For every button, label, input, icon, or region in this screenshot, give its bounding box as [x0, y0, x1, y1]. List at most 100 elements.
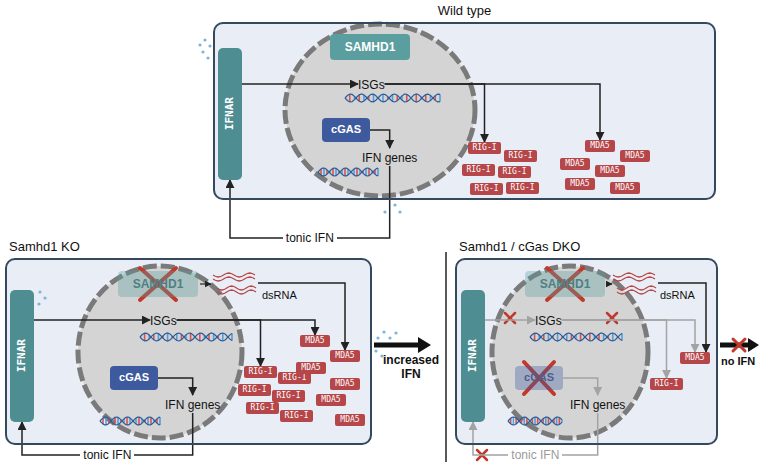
- sensor-box: RIG-I: [246, 402, 279, 414]
- node-text: RIG-I: [502, 167, 526, 177]
- dna-helix: [345, 94, 440, 102]
- cell-fill: [455, 258, 718, 445]
- wire: [658, 283, 706, 352]
- sensor-box: RIG-I: [244, 366, 277, 378]
- sensor-box: RIG-I: [238, 384, 271, 396]
- cell-outline: Samhd1 KOIFNARSAMHD1ISGscGASIFN genesRIG…: [5, 258, 372, 445]
- gene-label: IFN genes: [165, 395, 220, 413]
- node-text: cGAS: [331, 123, 361, 136]
- sensor-box: RIG-I: [504, 150, 537, 162]
- edge-label: tonic IFN: [283, 231, 337, 245]
- node-text: RIG-I: [508, 151, 532, 161]
- sensor-box: RIG-I: [468, 142, 501, 154]
- connector: [34, 319, 150, 321]
- dsrna-strand: [213, 273, 255, 281]
- connector: [158, 378, 193, 395]
- big-arrow: [374, 343, 418, 348]
- connector: [562, 320, 695, 352]
- sensor-box: RIG-I: [272, 390, 305, 402]
- node-text: IFN genes: [165, 398, 220, 412]
- receptor-bar: IFNAR: [218, 48, 242, 180]
- node-text: RIG-I: [282, 373, 306, 383]
- nucleus: [285, 24, 475, 196]
- nucleus: [492, 266, 648, 438]
- big-arrow: [748, 338, 759, 352]
- node-text: RIG-I: [466, 165, 490, 175]
- node-text: IFNAR: [15, 339, 28, 372]
- connector: [563, 378, 598, 395]
- sensor-box: MDA5: [560, 158, 590, 170]
- sensor-box: MDA5: [585, 140, 615, 152]
- connector: [177, 320, 315, 335]
- node-text: MDA5: [615, 183, 634, 193]
- dna-helix: [318, 168, 378, 176]
- node-text: MDA5: [570, 179, 589, 189]
- sensor-box: MDA5: [565, 178, 595, 190]
- node-text: RIG-I: [276, 391, 300, 401]
- node-text: SAMHD1: [133, 277, 184, 291]
- edge-label: tonic IFN: [80, 448, 134, 462]
- connector: [177, 320, 261, 366]
- connector: [230, 166, 390, 238]
- node-text: RIG-I: [242, 385, 266, 395]
- big-arrow: [418, 337, 431, 353]
- sensor-box: MDA5: [595, 165, 625, 177]
- connector: [562, 320, 667, 378]
- node-text: MDA5: [590, 141, 609, 151]
- sensor-box: MDA5: [316, 394, 346, 406]
- connector: [485, 319, 535, 321]
- sensor-box: MDA5: [330, 350, 360, 362]
- connector: [385, 84, 600, 140]
- wire: [200, 283, 211, 284]
- node-text: IFN genes: [362, 151, 417, 165]
- divider: [445, 252, 447, 462]
- sensor-box: RIG-I: [470, 183, 503, 195]
- red-cross: [140, 268, 745, 460]
- node-text: IFN genes: [570, 398, 625, 412]
- protein-box: cGAS: [322, 118, 370, 142]
- connector: [385, 84, 485, 142]
- dna-helix: [530, 333, 622, 341]
- gene-label: ISGs: [358, 75, 385, 93]
- sensor-box: MDA5: [330, 378, 360, 390]
- node-text: MDA5: [340, 415, 359, 425]
- node-text: RIG-I: [472, 143, 496, 153]
- molecule-label: dsRNA: [262, 289, 297, 302]
- node-text: ISGs: [535, 314, 562, 328]
- edge-label: tonic IFN: [508, 448, 562, 462]
- dna-helix: [100, 417, 160, 425]
- node-text: cGAS: [524, 371, 554, 384]
- node-text: RIG-I: [250, 403, 274, 413]
- node-text: SAMHD1: [540, 277, 591, 291]
- dsrna-strand: [217, 286, 256, 294]
- node-text: IFNAR: [466, 339, 479, 372]
- cell-outline: Wild typeIFNARSAMHD1ISGscGASIFN genesRIG…: [213, 22, 716, 200]
- knocked-out-box: SAMHD1: [118, 271, 198, 297]
- node-text: MDA5: [305, 336, 324, 346]
- gene-label: ISGs: [150, 311, 177, 329]
- node-text: MDA5: [321, 395, 340, 405]
- node-text: RIG-I: [248, 367, 272, 377]
- node-text: MDA5: [335, 379, 354, 389]
- node-text: MDA5: [335, 351, 354, 361]
- dna-helix: [508, 417, 562, 425]
- node-text: MDA5: [565, 159, 584, 169]
- sensor-box: MDA5: [610, 182, 640, 194]
- sensor-box: MDA5: [620, 150, 650, 162]
- panel-title: Samhd1 / cGas DKO: [459, 239, 580, 254]
- sensor-box: MDA5: [680, 352, 710, 364]
- sensor-box: RIG-I: [650, 378, 683, 390]
- node-text: SAMHD1: [345, 40, 396, 54]
- outcome-label: increased IFN: [378, 354, 444, 382]
- cell-outline: Samhd1 / cGas DKOIFNARSAMHD1ISGscGASIFN …: [455, 258, 718, 445]
- gene-label: IFN genes: [570, 395, 625, 413]
- outcome-label: no IFN: [721, 355, 755, 368]
- sensor-box: MDA5: [335, 414, 365, 426]
- node-text: MDA5: [625, 151, 644, 161]
- cell-fill: [5, 258, 372, 445]
- wire: [258, 283, 345, 350]
- protein-box: SAMHD1: [330, 34, 410, 60]
- node-text: IFNAR: [223, 97, 236, 130]
